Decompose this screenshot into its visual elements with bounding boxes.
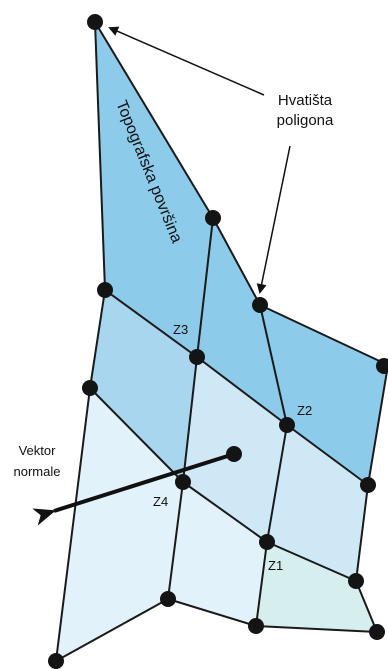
face-bottom-left — [56, 388, 183, 661]
z2-label: Z2 — [297, 403, 312, 418]
z4-label: Z4 — [153, 494, 168, 509]
vertices — [48, 14, 388, 669]
edge-row-bottom — [55, 598, 378, 662]
edge-column-left — [55, 21, 106, 662]
normal-vector-origin — [226, 446, 242, 462]
attachment-label-line2: poligona — [277, 112, 334, 129]
vertex-z3 — [189, 349, 205, 365]
vertex — [160, 591, 176, 607]
edge-column-center-left — [167, 217, 214, 600]
callout-arrow-top — [108, 26, 265, 96]
vertex — [252, 297, 268, 313]
edge-row-3 — [89, 387, 357, 582]
vertex — [376, 358, 388, 374]
normal-label-line2: normale — [14, 464, 61, 479]
vertex — [97, 282, 113, 298]
edge-column-right — [355, 364, 388, 633]
vertex — [48, 653, 64, 669]
vertex — [205, 210, 221, 226]
surface-edges — [55, 21, 388, 662]
vertex — [248, 618, 264, 634]
face-bottom-right — [256, 542, 377, 632]
vertex — [369, 624, 385, 640]
face-top-left — [95, 22, 213, 357]
vertex — [348, 573, 364, 589]
attachment-label-line1: Hvatišta — [278, 92, 333, 109]
attachment-callout — [108, 26, 291, 294]
normal-label-line1: Vektor — [19, 443, 57, 458]
vertex-z2 — [279, 417, 295, 433]
vertex — [82, 380, 98, 396]
callout-arrow-right — [256, 145, 291, 294]
vertex — [360, 477, 376, 493]
face-bottom-center — [168, 482, 267, 626]
edge-ridge — [94, 21, 388, 366]
z1-label: Z1 — [268, 558, 283, 573]
edge-row-2 — [104, 289, 369, 486]
vertex-top — [87, 14, 103, 30]
normal-vector-arrow — [32, 452, 235, 526]
vertex-z1 — [259, 534, 275, 550]
edge-column-center-right — [255, 304, 288, 627]
vertex-z4 — [175, 474, 191, 490]
face-right-lower — [267, 425, 368, 581]
z3-label: Z3 — [173, 322, 188, 337]
